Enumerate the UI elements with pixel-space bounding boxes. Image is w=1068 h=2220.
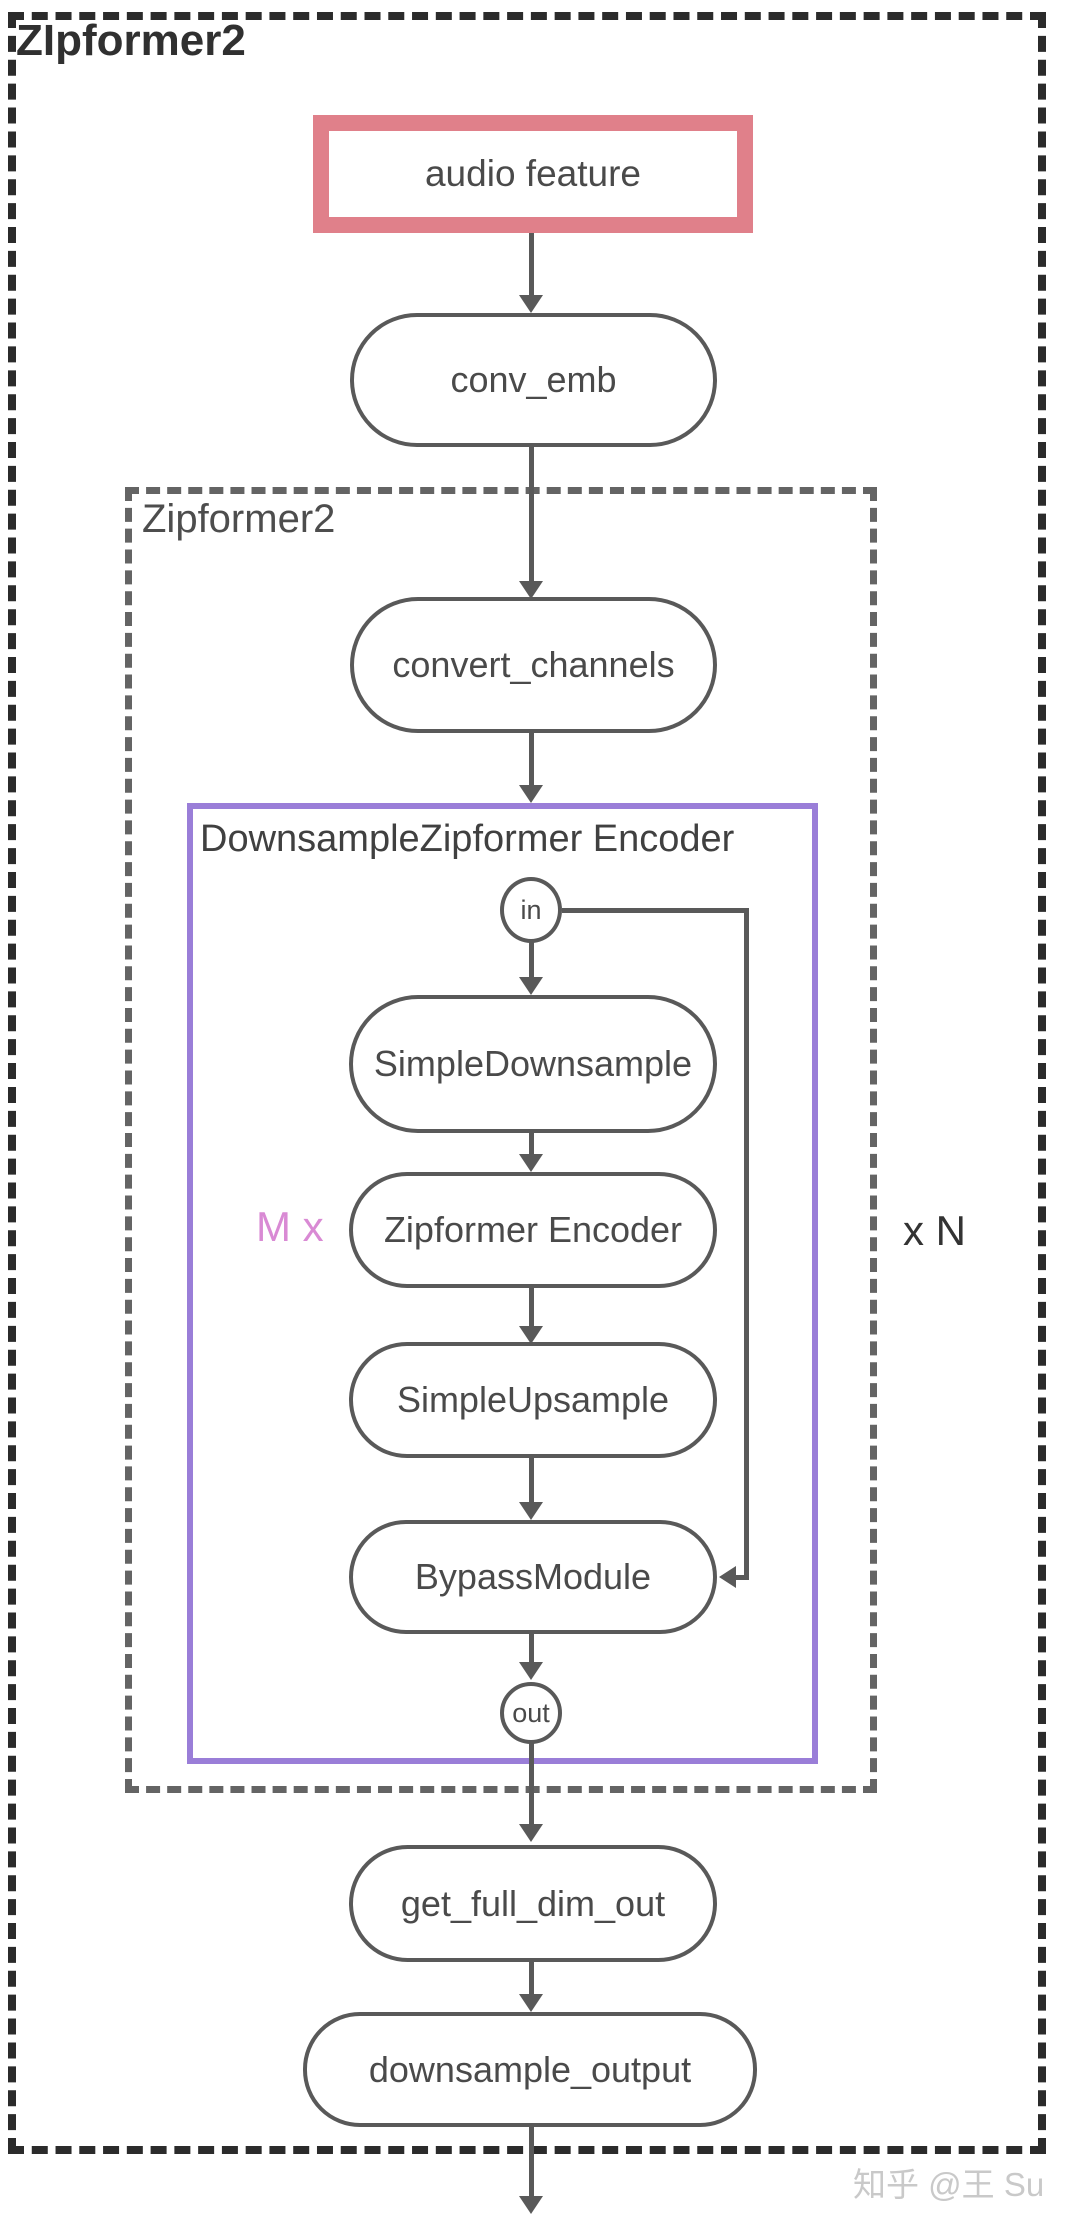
skip-connection-vertical: [744, 908, 749, 1580]
simple-downsample-node: SimpleDownsample: [349, 995, 717, 1133]
outer-frame-label: ZIpformer2: [16, 16, 246, 65]
conv-emb-node: conv_emb: [350, 313, 717, 447]
arrow-line-simpleupsample-to-bypassmodule: [529, 1458, 534, 1502]
arrow-line-getfulldimout-to-downsampleoutput: [529, 1962, 534, 1994]
arrowhead-in-to-simpledownsample: [519, 977, 543, 995]
simple-upsample-node: SimpleUpsample: [349, 1342, 717, 1458]
get-full-dim-out-node: get_full_dim_out: [349, 1845, 717, 1962]
arrowhead-simpledownsample-to-zipformerencoder: [519, 1154, 543, 1172]
arrowhead-bypassmodule-to-out: [519, 1662, 543, 1680]
downsample-zipformer-encoder-frame: [187, 803, 818, 1764]
convert-channels-node: convert_channels: [350, 597, 717, 733]
arrow-line-convemb-to-convertchannels: [529, 447, 534, 581]
arrow-line-zipformerencoder-to-simpleupsample: [529, 1288, 534, 1326]
arrow-line-simpledownsample-to-zipformerencoder: [529, 1133, 534, 1154]
out-port: out: [500, 1682, 562, 1744]
downsample-zipformer-encoder-label: DownsampleZipformer Encoder: [200, 818, 735, 860]
arrowhead-audio-to-convemb: [519, 295, 543, 313]
zipformer-encoder-node: Zipformer Encoder: [349, 1172, 717, 1288]
arrowhead-skip-to-bypass: [719, 1566, 736, 1588]
arrow-line-final-output: [529, 2127, 534, 2196]
audio-feature-node: audio feature: [313, 115, 753, 233]
arrow-line-in-to-simpledownsample: [529, 941, 534, 977]
arrow-line-audio-to-convemb: [529, 233, 534, 295]
zipformer2-dashed-frame: [125, 487, 877, 1793]
arrowhead-convertchannels-to-encoderframe: [519, 785, 543, 803]
zipformer2-frame-label: Zipformer2: [142, 497, 336, 541]
arrowhead-zipformerencoder-to-simpleupsample: [519, 1326, 543, 1344]
watermark: 知乎 @王 Su: [853, 2166, 1045, 2203]
skip-connection-horizontal-bottom: [736, 1575, 749, 1580]
repeat-n-times-label: x N: [903, 1207, 966, 1254]
in-port: in: [500, 877, 562, 943]
arrowhead-out-to-getfulldimout: [519, 1824, 543, 1842]
arrowhead-getfulldimout-to-downsampleoutput: [519, 1994, 543, 2012]
outer-dashed-frame: [8, 12, 1046, 2154]
arrow-line-bypassmodule-to-out: [529, 1634, 534, 1662]
arrowhead-convemb-to-convertchannels: [519, 581, 543, 599]
arrow-line-convertchannels-to-encoderframe: [529, 733, 534, 785]
downsample-output-node: downsample_output: [303, 2012, 757, 2127]
bypass-module-node: BypassModule: [349, 1520, 717, 1634]
arrow-line-out-to-getfulldimout: [529, 1740, 534, 1824]
arrowhead-final-output: [519, 2196, 543, 2214]
arrowhead-simpleupsample-to-bypassmodule: [519, 1502, 543, 1520]
repeat-m-times-label: M x: [256, 1203, 324, 1250]
skip-connection-horizontal-top: [562, 908, 749, 913]
